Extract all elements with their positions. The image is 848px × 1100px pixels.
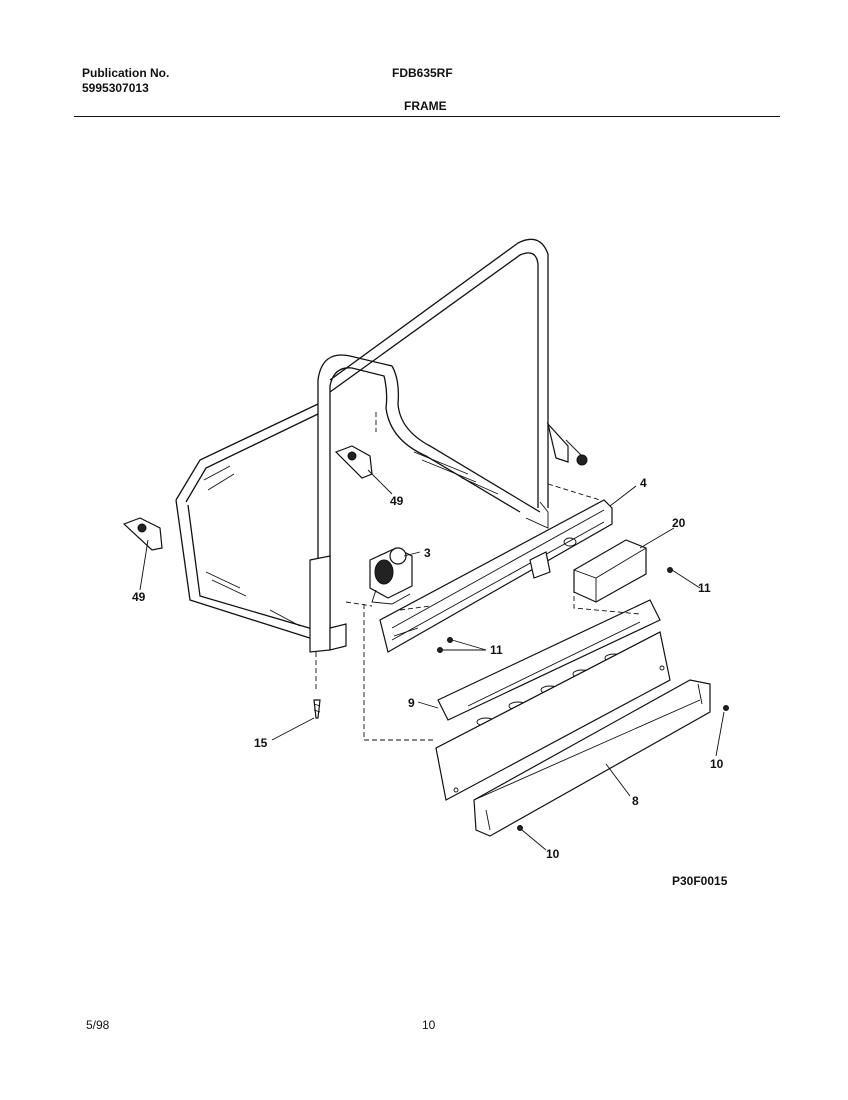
hinge-bracket-left [122, 517, 163, 551]
switch-bracket [573, 539, 647, 603]
toe-panel-outer [435, 631, 671, 801]
callout-3: 3 [424, 546, 431, 560]
publication-number: 5995307013 [82, 81, 149, 95]
kick-plate [473, 679, 711, 837]
callout-4: 4 [640, 476, 647, 490]
callout-11-center: 11 [490, 643, 503, 657]
callout-10-bottom: 10 [546, 847, 560, 861]
footer-date: 5/98 [86, 1018, 110, 1032]
footer-page-number: 10 [422, 1018, 436, 1032]
diagram-code: P30F0015 [672, 874, 728, 888]
header-rule [74, 116, 780, 117]
screw-10-right [723, 705, 729, 711]
publication-label: Publication No. [82, 66, 170, 80]
callout-49-upper: 49 [390, 494, 404, 508]
inlet-valve [369, 547, 413, 605]
screw-11-b [437, 647, 443, 653]
callout-10-right: 10 [710, 757, 724, 771]
leader-lines [139, 469, 725, 851]
frame-tube-front [309, 354, 588, 653]
callout-20: 20 [672, 516, 686, 530]
assembly-lines [315, 412, 641, 741]
hinge-bracket-upper [334, 445, 373, 479]
screw-15 [313, 699, 321, 719]
callout-11-right: 11 [698, 581, 711, 595]
screw-10-bottom [517, 825, 523, 831]
callout-49-left: 49 [132, 590, 146, 604]
callout-15: 15 [254, 736, 268, 750]
model-number: FDB635RF [392, 66, 453, 80]
frame-tube-back [175, 238, 549, 641]
callout-9: 9 [408, 696, 415, 710]
screw-11-a [447, 637, 453, 643]
section-title: FRAME [404, 99, 447, 113]
callout-8: 8 [632, 794, 639, 808]
front-rail [379, 499, 613, 653]
screw-11-right [667, 567, 673, 573]
